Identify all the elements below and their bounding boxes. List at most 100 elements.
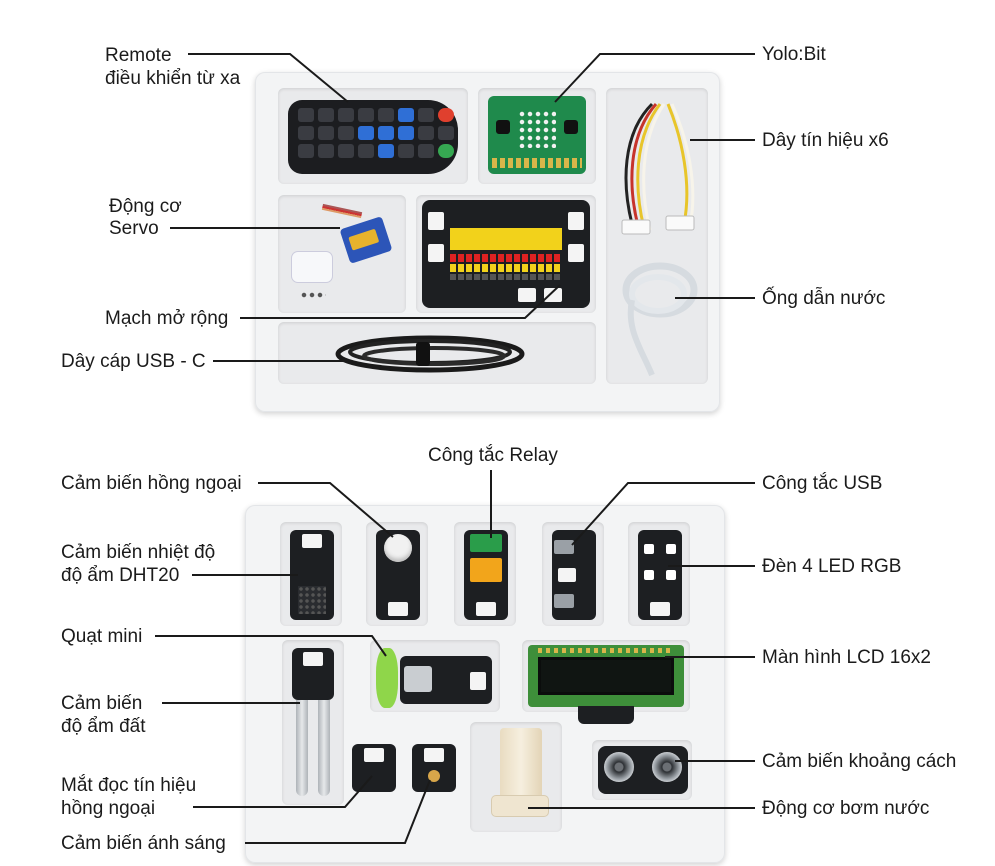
module-connector <box>303 652 323 666</box>
leader-remote <box>188 53 349 103</box>
ultrasonic-sensor <box>598 746 688 794</box>
yolobit-edge-pins <box>492 158 582 168</box>
rgb-led <box>666 570 676 580</box>
expansion-port <box>518 288 536 302</box>
remote-key-red <box>438 108 454 122</box>
remote-key <box>358 126 374 140</box>
relay-body <box>470 558 502 582</box>
label-relay: Công tắc Relay <box>428 445 558 466</box>
remote-key <box>318 108 334 122</box>
relay-terminal <box>470 534 502 552</box>
label-pir: Cảm biến hồng ngoại <box>61 473 242 494</box>
wire-connector <box>665 215 695 231</box>
module-connector <box>388 602 408 616</box>
rgb-led <box>644 544 654 554</box>
module-connector <box>558 568 576 582</box>
label-remote-line1: Remote <box>105 45 172 66</box>
remote-key <box>338 126 354 140</box>
module-connector <box>302 534 322 548</box>
label-fan: Quạt mini <box>61 626 143 647</box>
module-connector <box>364 748 384 762</box>
usb-port <box>554 540 574 554</box>
remote-key <box>318 126 334 140</box>
photoresistor <box>428 770 440 782</box>
usb-cable <box>335 335 525 373</box>
yolobit-button-a <box>496 120 510 134</box>
label-remote-line2: điều khiển từ xa <box>105 68 241 89</box>
lcd-screen <box>538 657 674 695</box>
lcd-adapter <box>578 706 634 724</box>
label-ultrasonic: Cảm biến khoảng cách <box>762 751 957 772</box>
water-tube <box>622 262 698 377</box>
remote-key <box>318 144 334 158</box>
lcd-pins <box>538 648 674 653</box>
pir-module <box>376 530 420 620</box>
remote-keypad <box>298 108 454 158</box>
servo-horns <box>292 252 332 282</box>
label-signal-wire: Dây tín hiệu x6 <box>762 130 889 151</box>
rgb-led <box>666 544 676 554</box>
wire-yellow <box>636 103 662 229</box>
fan-module <box>400 656 492 704</box>
cable-slot <box>278 322 596 384</box>
label-servo-line2: Servo <box>109 218 159 239</box>
expansion-port <box>428 244 444 262</box>
remote-key <box>438 126 454 140</box>
light-sensor-module <box>412 744 456 792</box>
remote-control <box>288 100 458 174</box>
remote-key-green <box>438 144 454 158</box>
relay-module <box>464 530 508 620</box>
module-connector <box>650 602 670 616</box>
usb-switch-module <box>552 530 596 620</box>
leader-ir <box>193 775 373 808</box>
label-yolobit: Yolo:Bit <box>762 44 826 65</box>
label-ir-line2: hồng ngoại <box>61 798 156 819</box>
remote-key <box>398 108 414 122</box>
remote-key <box>338 144 354 158</box>
label-light: Cảm biến ánh sáng <box>61 833 226 854</box>
signal-wires <box>621 102 695 235</box>
pump-outlet <box>492 796 548 816</box>
label-soil-line1: Cảm biến <box>61 693 143 714</box>
label-ir-line1: Mắt đọc tín hiệu <box>61 775 197 796</box>
remote-key <box>298 144 314 158</box>
expansion-pins-yellow <box>450 264 562 272</box>
yolobit-button-b <box>564 120 578 134</box>
leader-fan <box>155 635 387 657</box>
soil-sensor <box>292 648 334 798</box>
label-dht-line2: độ ẩm DHT20 <box>61 565 180 586</box>
yolobit-board <box>488 96 586 174</box>
remote-key <box>298 108 314 122</box>
expansion-board <box>422 200 590 308</box>
remote-key <box>398 126 414 140</box>
label-lcd: Màn hình LCD 16x2 <box>762 647 931 668</box>
remote-key <box>378 144 394 158</box>
ir-receiver-module <box>352 744 396 792</box>
wire-connector <box>621 219 651 235</box>
ultrasonic-eye <box>604 752 634 782</box>
module-connector <box>476 602 496 616</box>
expansion-pins-black <box>450 274 562 280</box>
label-expansion: Mạch mở rộng <box>105 308 229 329</box>
remote-key <box>378 126 394 140</box>
wire-white <box>642 103 666 231</box>
fan-blade <box>376 648 398 708</box>
label-pump: Động cơ bơm nước <box>762 798 930 819</box>
expansion-port <box>568 244 584 262</box>
remote-key <box>398 144 414 158</box>
remote-key <box>418 108 434 122</box>
remote-key <box>358 144 374 158</box>
leader-usb-switch <box>571 482 755 546</box>
label-usb-switch: Công tắc USB <box>762 473 883 494</box>
wire-yellow-2 <box>666 103 689 225</box>
wire-white-2 <box>670 103 695 227</box>
label-servo-line1: Động cơ <box>109 196 182 217</box>
leader-light <box>245 779 431 844</box>
remote-key <box>418 144 434 158</box>
rgb-led <box>644 570 654 580</box>
leader-yolobit <box>554 53 755 103</box>
expansion-port <box>568 212 584 230</box>
remote-key <box>298 126 314 140</box>
servo-screws <box>300 290 326 300</box>
